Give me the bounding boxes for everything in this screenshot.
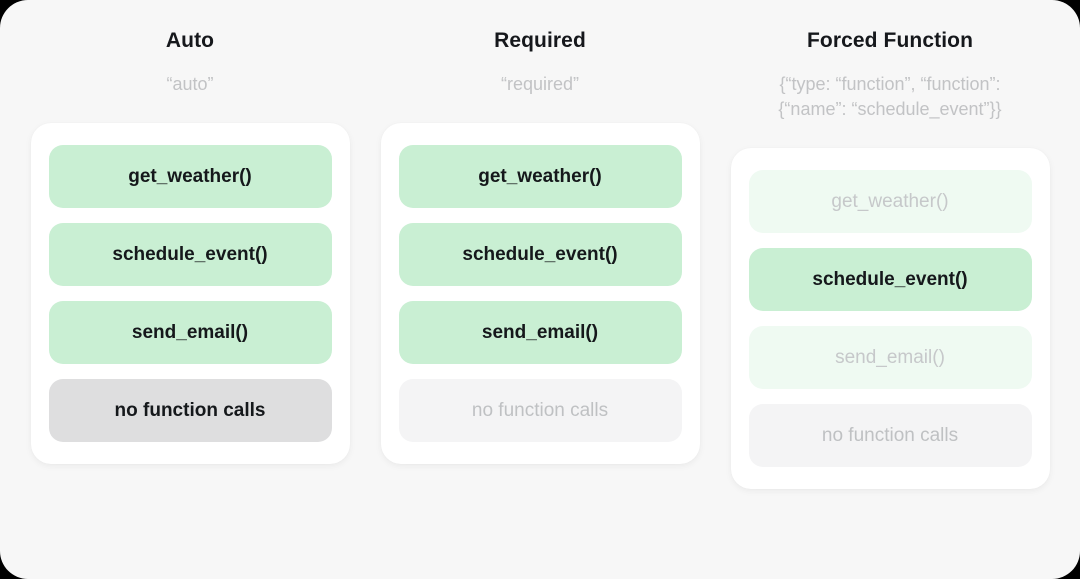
card-auto: get_weather() schedule_event() send_email(… (30, 123, 350, 464)
column-subtitle-forced-function: {“type: “function”, “function”: {“name”:… (778, 74, 1002, 119)
pill-schedule_event[interactable]: schedule_event() (48, 223, 332, 286)
pill-send_email[interactable]: send_email() (398, 301, 682, 364)
pill-no-function-calls[interactable]: no function calls (48, 379, 332, 442)
card-forced-function: get_weather() schedule_event() send_email(… (730, 148, 1050, 489)
pill-get_weather[interactable]: get_weather() (48, 145, 332, 208)
pill-schedule_event[interactable]: schedule_event() (748, 248, 1032, 311)
column-forced-function: Forced Function {“type: “function”, “func… (730, 28, 1050, 489)
card-required: get_weather() schedule_event() send_email(… (380, 123, 700, 464)
pill-no-function-calls: no function calls (398, 379, 682, 442)
column-required: Required “required” get_weather() schedule_… (380, 28, 700, 464)
pill-send_email: send_email() (748, 326, 1032, 389)
column-title-auto: Auto (165, 29, 215, 52)
pill-schedule_event[interactable]: schedule_event() (398, 223, 682, 286)
column-subtitle-required: “required” (500, 74, 580, 94)
pill-get_weather: get_weather() (748, 170, 1032, 233)
pill-no-function-calls: no function calls (748, 404, 1032, 467)
column-title-forced-function: Forced Function (807, 29, 973, 52)
column-subtitle-auto: “auto” (166, 74, 214, 94)
column-auto: Auto “auto” get_weather() schedule_event()s… (30, 28, 350, 464)
pill-get_weather[interactable]: get_weather() (398, 145, 682, 208)
pill-send_email[interactable]: send_email() (48, 301, 332, 364)
column-title-required: Required (494, 29, 586, 52)
